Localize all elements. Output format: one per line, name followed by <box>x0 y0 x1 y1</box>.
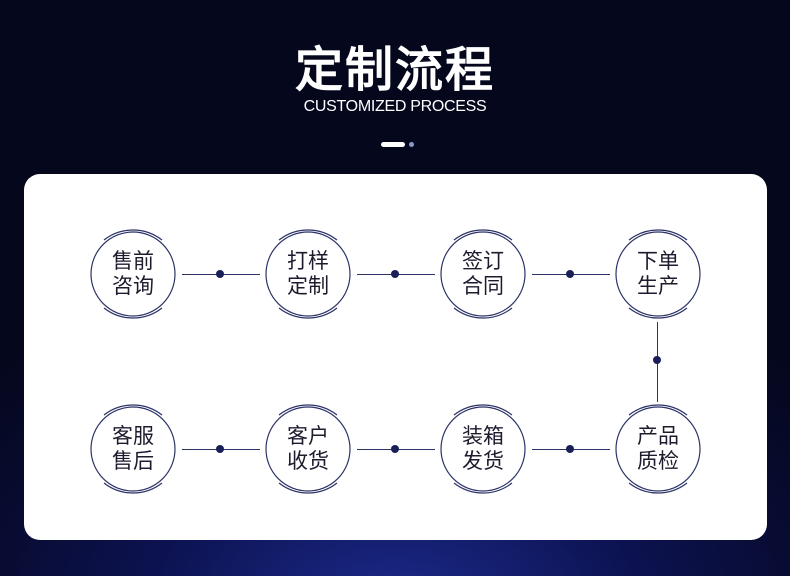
process-step-1: 售前 咨询 <box>83 224 183 324</box>
step-label-line2: 发货 <box>462 449 504 473</box>
step-label-line2: 收货 <box>287 449 329 473</box>
process-step-7: 客户 收货 <box>258 399 358 499</box>
step-label-line1: 产品 <box>637 424 679 448</box>
page-subtitle: CUSTOMIZED PROCESS <box>303 98 487 115</box>
process-step-2: 打样 定制 <box>258 224 358 324</box>
ring-icon <box>265 229 351 319</box>
step-label-line2: 生产 <box>637 274 679 298</box>
step-label-line1: 售前 <box>112 249 154 273</box>
step-label-line1: 下单 <box>637 249 679 273</box>
connector-dot-1-2 <box>216 270 224 278</box>
step-label-line1: 装箱 <box>462 424 504 448</box>
step-label-line2: 定制 <box>287 274 329 298</box>
connector-dot-7-6 <box>391 445 399 453</box>
process-step-8: 客服 售后 <box>83 399 183 499</box>
process-panel: 售前 咨询 打样 定制 签订 合同 下单 <box>24 174 767 540</box>
step-label-line1: 打样 <box>287 249 329 273</box>
ring-icon <box>615 229 701 319</box>
connector-dot-8-7 <box>216 445 224 453</box>
ring-icon <box>90 229 176 319</box>
ring-icon <box>90 404 176 494</box>
connector-dot-4-5 <box>653 356 661 364</box>
ring-icon <box>265 404 351 494</box>
step-label-line2: 合同 <box>462 274 504 298</box>
process-step-4: 下单 生产 <box>608 224 708 324</box>
step-label-line2: 咨询 <box>112 274 154 298</box>
step-label-line2: 质检 <box>637 449 679 473</box>
page-title: 定制流程 <box>294 42 495 98</box>
connector-dot-6-5 <box>566 445 574 453</box>
ring-icon <box>615 404 701 494</box>
process-step-3: 签订 合同 <box>433 224 533 324</box>
step-label-line1: 签订 <box>462 249 504 273</box>
indicator-active-bar <box>381 142 405 147</box>
process-step-5: 产品 质检 <box>608 399 708 499</box>
connector-dot-3-4 <box>566 270 574 278</box>
indicator-dot <box>409 142 414 147</box>
ring-icon <box>440 229 526 319</box>
step-label-line1: 客户 <box>287 424 329 448</box>
process-step-6: 装箱 发货 <box>433 399 533 499</box>
step-label-line1: 客服 <box>112 424 154 448</box>
step-label-line2: 售后 <box>112 449 154 473</box>
ring-icon <box>440 404 526 494</box>
connector-dot-2-3 <box>391 270 399 278</box>
